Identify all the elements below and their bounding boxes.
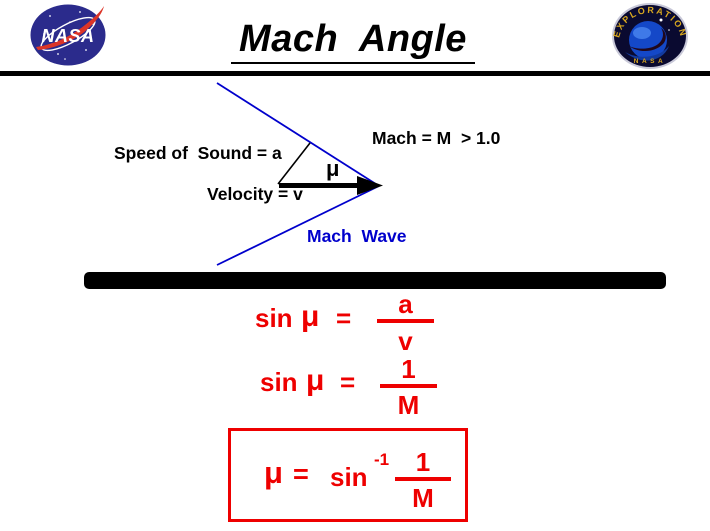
nasa-meatball-logo: NASA — [30, 4, 106, 66]
eq2-mu: μ — [306, 364, 325, 397]
mach-number-label: Mach = M > 1.0 — [372, 128, 501, 148]
eq1-denominator: v — [398, 326, 413, 356]
eq3-mu: μ — [264, 455, 283, 490]
eq1-fraction-bar — [377, 319, 434, 323]
badge-swoosh-lower — [625, 46, 669, 61]
eq3-fraction-bar — [395, 477, 451, 481]
velocity-label: Velocity = v — [207, 184, 303, 204]
speed-of-sound-line — [277, 142, 311, 185]
badge-swoosh — [629, 28, 666, 51]
badge-star-small — [668, 29, 670, 31]
badge-bottom-text: NASA — [634, 58, 666, 65]
eq3-denominator: M — [412, 483, 434, 513]
mach-angle-symbol: μ — [326, 156, 340, 181]
exploration-logo: EXPLORATION NASA — [611, 2, 689, 70]
divider-bar — [84, 272, 666, 289]
meatball-nasa-text: NASA — [41, 26, 94, 46]
eq2-equals: = — [340, 367, 356, 397]
header-rule — [0, 71, 710, 76]
mach-cone-diagram — [216, 82, 383, 266]
speed-of-sound-label: Speed of Sound = a — [114, 143, 282, 163]
eq3-equals: = — [293, 459, 309, 489]
eq3-exponent: -1 — [374, 450, 390, 469]
mach-wave-label: Mach Wave — [307, 226, 407, 246]
eq1-numerator: a — [398, 289, 413, 319]
badge-star — [659, 18, 663, 22]
eq2-fraction-bar — [380, 384, 437, 388]
exploration-logo-svg: EXPLORATION NASA — [611, 3, 688, 69]
mach-wave-upper-line — [216, 82, 380, 187]
eq2-sin: sin — [260, 367, 298, 397]
badge-planet-highlight — [633, 27, 651, 39]
nasa-meatball-svg: NASA — [30, 4, 106, 66]
title-underline — [231, 62, 475, 64]
eq1-sin: sin — [255, 303, 293, 333]
eq3-numerator: 1 — [415, 447, 431, 477]
velocity-arrowhead — [357, 176, 383, 195]
eq2-numerator: 1 — [401, 354, 416, 384]
result-equation-box — [228, 428, 468, 522]
eq2-denominator: M — [397, 390, 420, 420]
page-title: Mach Angle — [239, 18, 467, 60]
eq3-sin: sin — [330, 462, 368, 492]
eq1-equals: = — [336, 303, 352, 333]
eq1-mu: μ — [301, 300, 320, 333]
mach-wave-lower-line — [216, 185, 380, 266]
